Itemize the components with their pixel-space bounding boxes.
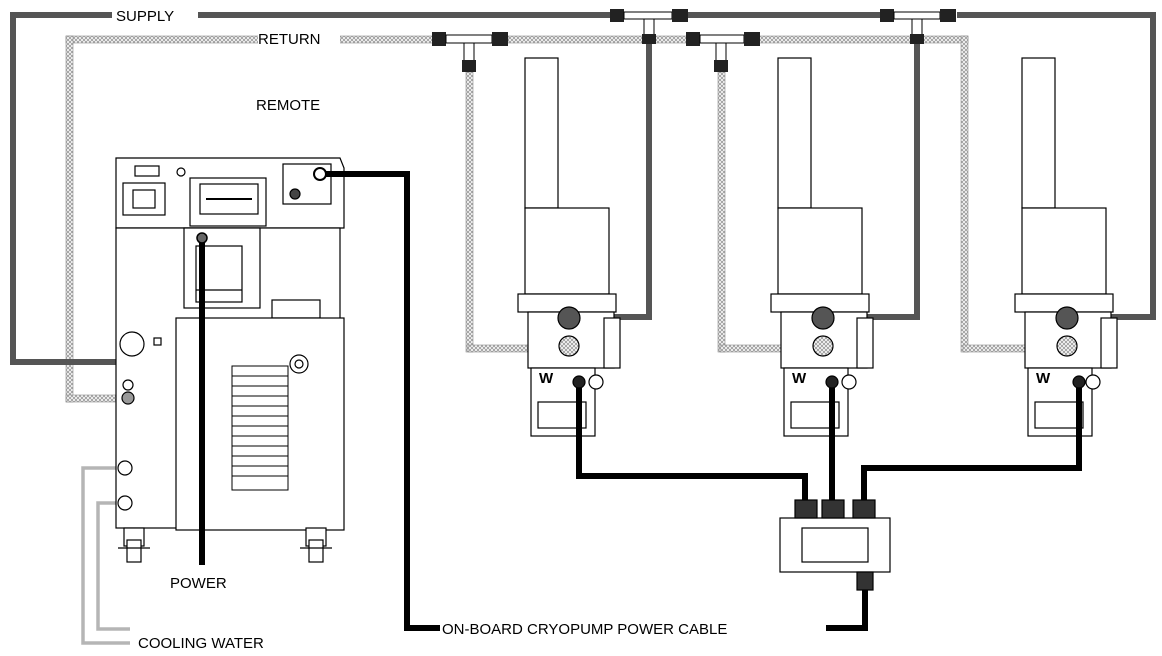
cooling-fins xyxy=(231,365,289,491)
cooling-water-label: COOLING WATER xyxy=(138,635,264,652)
supply-label: SUPPLY xyxy=(116,8,174,25)
right-caster xyxy=(300,527,332,563)
cooling-water-lines xyxy=(81,466,130,645)
power-cables xyxy=(199,171,1082,631)
compressor-display xyxy=(134,165,160,177)
return-tee-2 xyxy=(686,32,760,72)
cryopump-2 xyxy=(770,57,874,437)
water-out-port xyxy=(117,495,133,511)
remote-port xyxy=(289,188,301,200)
return-label: RETURN xyxy=(258,31,321,48)
remote-connector xyxy=(313,167,327,181)
supply-line xyxy=(10,12,1156,365)
cryopump-3 xyxy=(1014,57,1118,437)
left-caster xyxy=(118,527,150,563)
return-tee-1 xyxy=(432,32,508,72)
remote-label: REMOTE xyxy=(256,97,320,114)
pump3-badge: W xyxy=(1036,370,1051,387)
pump1-badge: W xyxy=(539,370,554,387)
power-label: POWER xyxy=(170,575,227,592)
compressor xyxy=(115,157,345,563)
label-backgrounds xyxy=(112,6,826,637)
onboard-cable-label: ON-BOARD CRYOPUMP POWER CABLE xyxy=(442,621,727,638)
supply-tee-1 xyxy=(610,9,688,44)
supply-tee-2 xyxy=(880,9,956,44)
pump2-badge: W xyxy=(792,370,807,387)
cryopump-1 xyxy=(517,57,621,437)
junction-box xyxy=(779,499,891,591)
water-in-port xyxy=(117,460,133,476)
return-fitting xyxy=(121,391,135,405)
power-connector xyxy=(196,232,208,244)
